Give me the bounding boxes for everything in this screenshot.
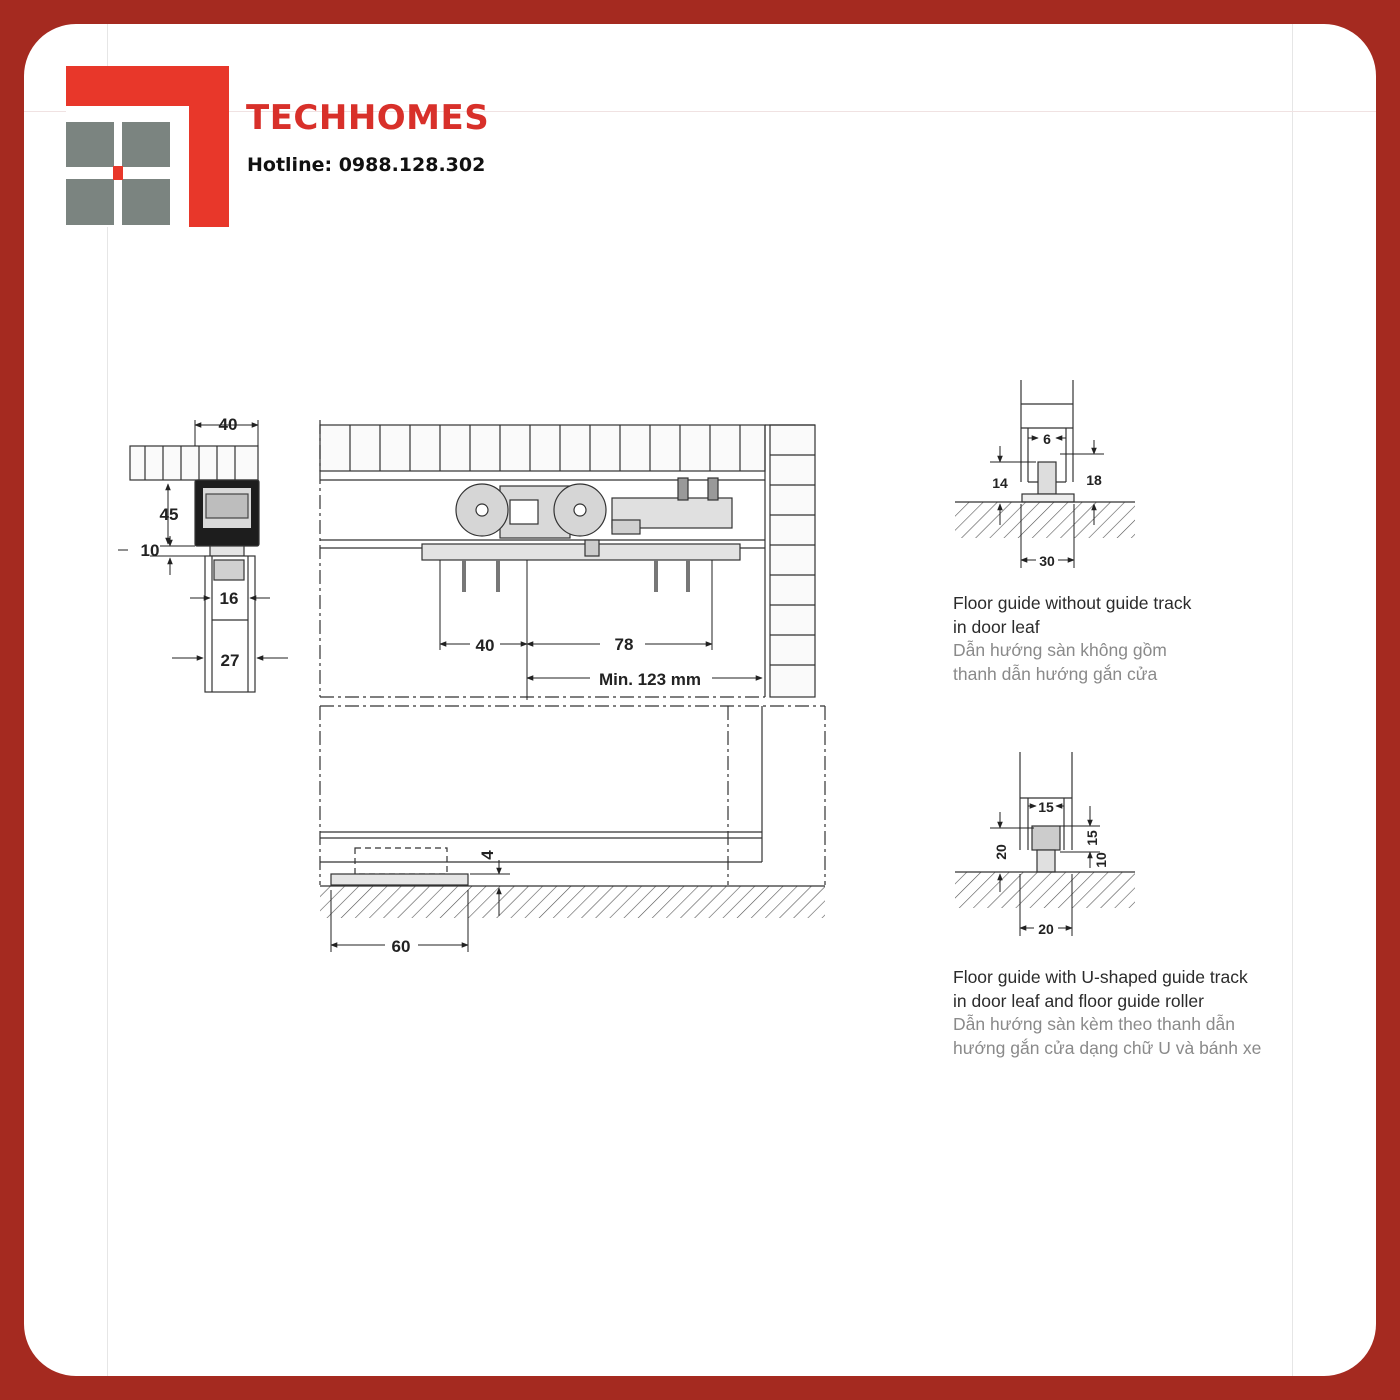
- caption-vi-line: thanh dẫn hướng gắn cửa: [953, 663, 1158, 684]
- dim-guide1-right: 18: [1086, 472, 1102, 488]
- guide-1-dimensions: [990, 435, 1104, 568]
- content-card: TECHHOMES Hotline: 0988.128.302: [24, 24, 1376, 1376]
- guide-2-caption: Floor guide with U-shaped guide track in…: [953, 966, 1261, 1060]
- front-dimensions: [330, 560, 763, 952]
- dim-guide2-slot: 15: [1038, 799, 1054, 815]
- dim-side-inner: 16: [220, 589, 239, 608]
- side-dimensions: [118, 420, 288, 661]
- dim-front-min: Min. 123 mm: [599, 670, 701, 689]
- dim-side-gap: 10: [141, 541, 160, 560]
- brand-name: TECHHOMES: [246, 98, 490, 138]
- caption-vi-line: Dẫn hướng sàn không gồm: [953, 640, 1167, 660]
- dim-side-leaf: 27: [221, 651, 240, 670]
- floor-guide-1: [955, 380, 1135, 538]
- dim-front-60: 60: [392, 937, 411, 956]
- front-elevation: [319, 420, 816, 698]
- technical-drawing: 40 45 10 16 27: [118, 380, 1135, 956]
- dim-front-40: 40: [476, 636, 495, 655]
- dim-guide2-right-top: 15: [1084, 830, 1100, 846]
- dim-front-78: 78: [615, 635, 634, 654]
- hotline-text: Hotline: 0988.128.302: [247, 154, 486, 176]
- guide-line: [107, 24, 108, 1376]
- door-leaf: [319, 705, 826, 918]
- guide-2-dimensions: [990, 803, 1100, 936]
- guide-1-caption: Floor guide without guide track in door …: [953, 592, 1191, 686]
- guide-line: [24, 111, 1376, 112]
- caption-vi-line: hướng gắn cửa dạng chữ U và bánh xe: [953, 1037, 1262, 1058]
- caption-en-line: in door leaf: [953, 616, 1040, 637]
- side-section: [129, 445, 260, 693]
- caption-en-line: in door leaf and floor guide roller: [953, 990, 1204, 1011]
- dim-guide2-base: 20: [1038, 921, 1054, 937]
- dim-side-height: 45: [160, 505, 179, 524]
- caption-vi-line: Dẫn hướng sàn kèm theo thanh dẫn: [953, 1014, 1235, 1034]
- dim-guide2-right-bottom: 10: [1093, 852, 1109, 868]
- techhomes-logo: [66, 66, 229, 227]
- dim-guide2-left: 20: [993, 844, 1009, 860]
- dim-guide1-base: 30: [1039, 553, 1055, 569]
- caption-en-line: Floor guide without guide track: [953, 593, 1192, 613]
- dim-guide1-left: 14: [992, 475, 1008, 491]
- caption-en-line: Floor guide with U-shaped guide track: [953, 967, 1248, 987]
- guide-line: [1292, 24, 1293, 1376]
- dim-side-width: 40: [219, 415, 238, 434]
- roller-carriage: [421, 477, 741, 592]
- dim-front-4: 4: [478, 850, 497, 860]
- floor-guide-2: [955, 752, 1135, 908]
- dim-guide1-slot: 6: [1043, 431, 1051, 447]
